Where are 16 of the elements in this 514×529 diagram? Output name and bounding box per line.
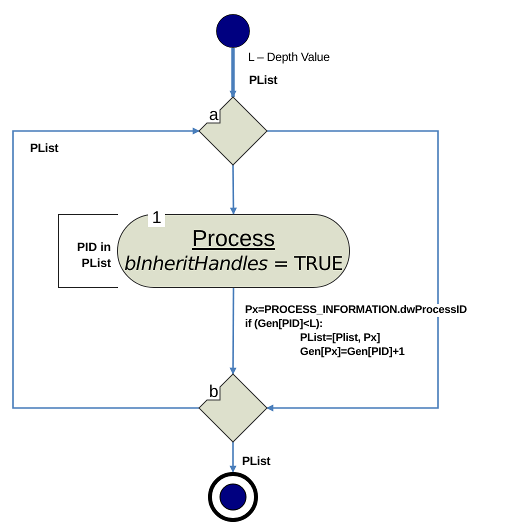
process-title: Process bbox=[192, 224, 276, 252]
decision-label: a bbox=[209, 106, 218, 123]
arrow bbox=[266, 130, 439, 412]
edge-label: PList bbox=[242, 454, 270, 468]
step-number: 1 bbox=[148, 209, 166, 227]
condition-label: PID in PList bbox=[76, 240, 111, 272]
process-parameter: bInheritHandles = TRUE bbox=[124, 252, 343, 278]
arrow bbox=[230, 442, 236, 473]
arrow bbox=[230, 288, 237, 375]
condition-box bbox=[58, 214, 118, 288]
input-label: L – Depth Value bbox=[248, 50, 330, 64]
arrow bbox=[230, 165, 237, 215]
decision-label: b bbox=[209, 383, 218, 400]
arrow bbox=[230, 48, 236, 98]
edge-label: PList bbox=[30, 141, 58, 156]
edge-label: PList bbox=[249, 73, 278, 88]
